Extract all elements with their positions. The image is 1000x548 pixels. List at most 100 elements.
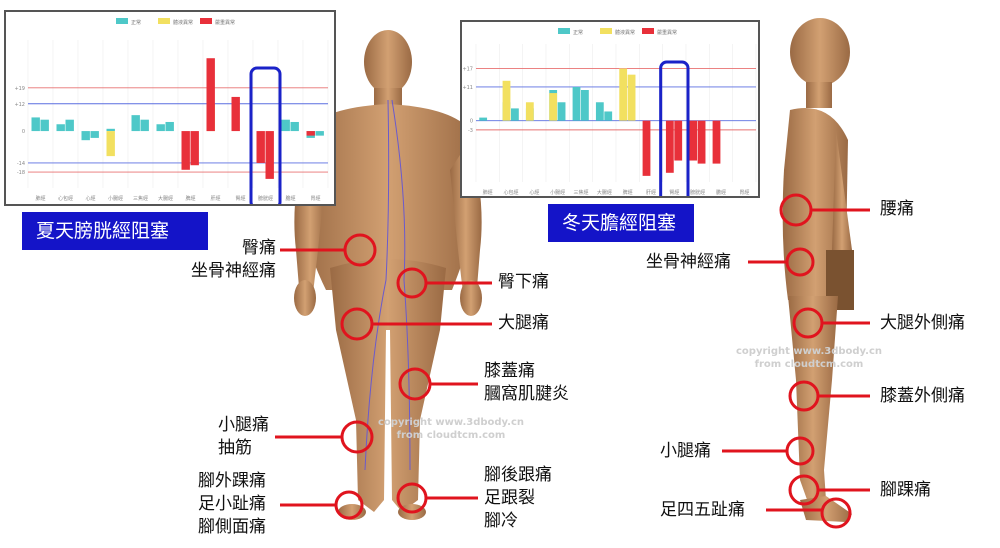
- x-tick-label: 腎經: [235, 195, 245, 202]
- bar: [642, 120, 651, 176]
- x-tick-label: 心經: [529, 189, 539, 196]
- x-tick-label: 大腸經: [158, 195, 173, 202]
- bar: [40, 119, 49, 132]
- x-tick-label: 脾經: [185, 195, 195, 202]
- legend-label: 體液異常: [173, 19, 193, 26]
- x-tick-label: 小腸經: [550, 189, 565, 196]
- meridian-line: [364, 99, 390, 471]
- label-line: 臀痛: [242, 238, 276, 258]
- label-line: 腳外踝痛: [198, 471, 266, 491]
- bar: [165, 121, 174, 132]
- x-tick-label: 肝經: [210, 195, 220, 202]
- y-tick-label: -14: [17, 161, 25, 167]
- x-tick-label: 膽經: [716, 189, 726, 196]
- meridian-line: [391, 99, 411, 471]
- waist-marker: [779, 193, 813, 227]
- watermark-side: copyright www.3dbody.cn from cloudtcm.co…: [736, 345, 882, 371]
- x-tick-label: 心包經: [58, 195, 73, 202]
- hip-marker: [343, 233, 377, 267]
- legend-swatch: [200, 18, 212, 24]
- y-tick-label: 0: [470, 119, 473, 125]
- side-view-figure: [782, 18, 854, 522]
- y-tick-label: +19: [14, 86, 25, 92]
- x-tick-label: 小腸經: [108, 195, 123, 202]
- legend-swatch: [642, 28, 654, 34]
- legend-swatch: [600, 28, 612, 34]
- calf-pain-label: 小腿痛 抽筋: [218, 414, 269, 460]
- x-tick-label: 三焦經: [573, 189, 588, 196]
- bar: [665, 120, 674, 173]
- bar: [206, 58, 215, 132]
- bar-chart: 正常體液異常嚴重異常+17+110-3肺經心包經心經小腸經三焦經大腸經脾經肝經腎…: [462, 28, 757, 196]
- bar: [627, 74, 636, 121]
- label-line: 足小趾痛: [198, 494, 266, 514]
- bar: [265, 131, 274, 179]
- sciatic-side-marker: [785, 247, 815, 277]
- bar: [502, 80, 511, 121]
- y-tick-label: 0: [22, 129, 25, 135]
- x-tick-label: 三焦經: [133, 195, 148, 202]
- legend-label: 體液異常: [615, 29, 635, 36]
- x-tick-label: 膀胱經: [258, 195, 273, 202]
- calf-marker: [340, 420, 374, 454]
- bar-chart: 正常體液異常嚴重異常+19+120-14-18肺經心包經心經小腸經三焦經大腸經脾…: [14, 18, 329, 204]
- calf-side-marker: [785, 436, 815, 466]
- bar: [56, 124, 65, 132]
- highlight-box: [249, 66, 282, 204]
- bar: [31, 117, 40, 132]
- label-line: 膝蓋痛: [484, 361, 535, 381]
- bar: [281, 119, 290, 132]
- bar: [549, 93, 558, 121]
- y-tick-label: +17: [462, 67, 473, 73]
- callout-lines: [275, 208, 870, 512]
- label-line: 小腿痛: [218, 415, 269, 435]
- bar: [306, 131, 315, 136]
- bar: [511, 108, 519, 121]
- y-tick-label: +11: [462, 85, 473, 91]
- bar: [290, 121, 299, 132]
- legend-swatch: [116, 18, 128, 24]
- label-line: 膕窩肌腱炎: [484, 384, 569, 404]
- bar: [604, 111, 613, 121]
- bar: [156, 124, 165, 132]
- x-tick-label: 膽經: [285, 195, 295, 202]
- watermark-line: copyright www.3dbody.cn: [378, 417, 524, 428]
- y-tick-label: -3: [468, 128, 473, 134]
- bar: [619, 68, 628, 121]
- legend-label: 正常: [573, 29, 583, 36]
- sciatic-side-label: 坐骨神經痛: [646, 252, 731, 272]
- bar: [131, 115, 140, 132]
- bar: [140, 119, 149, 132]
- legend-label: 正常: [131, 19, 141, 26]
- watermark-line: copyright www.3dbody.cn: [736, 346, 882, 357]
- waist-pain-label: 腰痛: [880, 199, 914, 219]
- watermark-line: from cloudtcm.com: [754, 359, 864, 370]
- bar: [525, 102, 534, 121]
- label-line: 足跟裂: [484, 488, 535, 508]
- bar: [106, 128, 115, 132]
- label-line: 坐骨神經痛: [191, 261, 276, 281]
- bar: [106, 131, 115, 157]
- label-line: 腳後跟痛: [484, 465, 552, 485]
- bar: [689, 120, 698, 161]
- watermark-back: copyright www.3dbody.cn from cloudtcm.co…: [378, 416, 524, 442]
- legend-label: 嚴重異常: [657, 29, 677, 36]
- bar: [65, 119, 74, 132]
- heel-pain-label: 腳後跟痛 足跟裂 腳冷: [484, 464, 552, 533]
- bar: [315, 131, 324, 136]
- x-tick-label: 心經: [85, 195, 95, 202]
- thigh-side-marker: [792, 307, 824, 339]
- label-line: 腳冷: [484, 511, 518, 531]
- x-tick-label: 心包經: [503, 189, 518, 196]
- toes-side-marker: [820, 497, 852, 529]
- x-tick-label: 肺經: [483, 189, 493, 196]
- label-line: 腳側面痛: [198, 517, 266, 537]
- knee-side-marker: [788, 380, 820, 412]
- x-tick-label: 胃經: [310, 195, 320, 202]
- x-tick-label: 脾經: [623, 189, 633, 196]
- thigh-side-label: 大腿外側痛: [880, 313, 965, 333]
- heel-marker: [396, 482, 428, 514]
- bar: [712, 120, 721, 164]
- knee-side-label: 膝蓋外側痛: [880, 386, 965, 406]
